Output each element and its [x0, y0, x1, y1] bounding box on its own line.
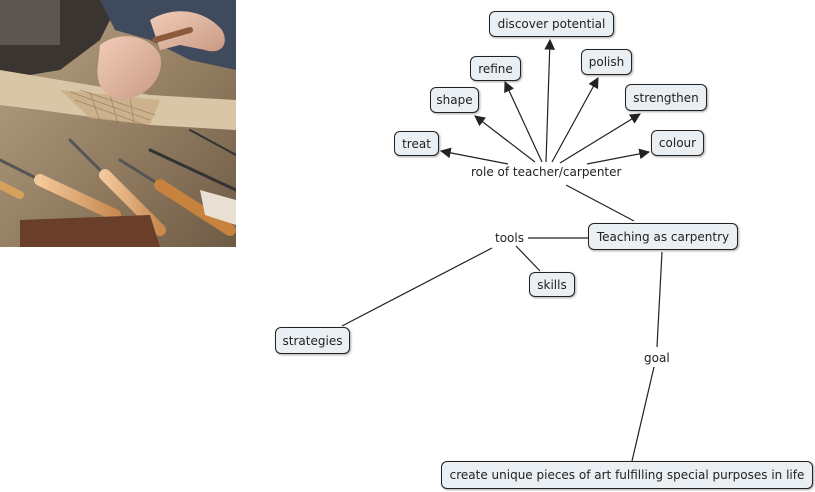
connector-goal-target — [631, 366, 655, 462]
connector-tools-skills — [515, 245, 541, 272]
concept-strengthen[interactable]: strengthen — [625, 84, 707, 111]
concept-label: refine — [478, 61, 513, 76]
concept-polish[interactable]: polish — [581, 49, 632, 75]
arrow-to-polish — [551, 77, 599, 163]
concept-label: create unique pieces of art fulfilling s… — [449, 468, 805, 482]
concept-label: strategies — [282, 333, 343, 348]
concept-colour[interactable]: colour — [651, 130, 704, 156]
concept-label: strengthen — [633, 90, 699, 105]
concept-label: polish — [588, 55, 625, 69]
arrow-to-shape — [474, 115, 536, 163]
arrow-to-treat — [439, 147, 509, 165]
concept-shape[interactable]: shape — [430, 87, 479, 113]
concept-label: Teaching as carpentry — [596, 229, 730, 244]
concept-discover-potential[interactable]: discover potential — [489, 11, 614, 37]
concept-teaching-as-carpentry[interactable]: Teaching as carpentry — [588, 223, 738, 250]
concept-treat[interactable]: treat — [394, 131, 439, 156]
arrow-to-refine — [504, 81, 543, 163]
concept-label: shape — [436, 93, 473, 107]
arrow-to-strengthen — [559, 113, 641, 164]
linking-phrase-role[interactable]: role of teacher/carpenter — [469, 165, 624, 179]
arrow-to-discover — [544, 38, 556, 163]
woodcarving-photo — [0, 0, 236, 247]
concept-label: skills — [537, 277, 567, 292]
concept-label: discover potential — [497, 17, 606, 31]
carving-tools-image — [0, 0, 236, 247]
concept-refine[interactable]: refine — [470, 56, 521, 81]
concept-label: treat — [402, 136, 431, 151]
linking-phrase-goal[interactable]: goal — [642, 351, 672, 365]
concept-label: colour — [658, 136, 697, 150]
linking-phrase-tools[interactable]: tools — [493, 231, 526, 245]
concept-goal-target[interactable]: create unique pieces of art fulfilling s… — [441, 461, 813, 489]
connector-root-goal — [656, 251, 663, 348]
arrow-to-colour — [586, 148, 651, 165]
concept-skills[interactable]: skills — [529, 272, 575, 297]
connector-tools-strategies — [341, 247, 493, 327]
concept-strategies[interactable]: strategies — [275, 327, 350, 354]
connector-root-role — [565, 184, 635, 222]
